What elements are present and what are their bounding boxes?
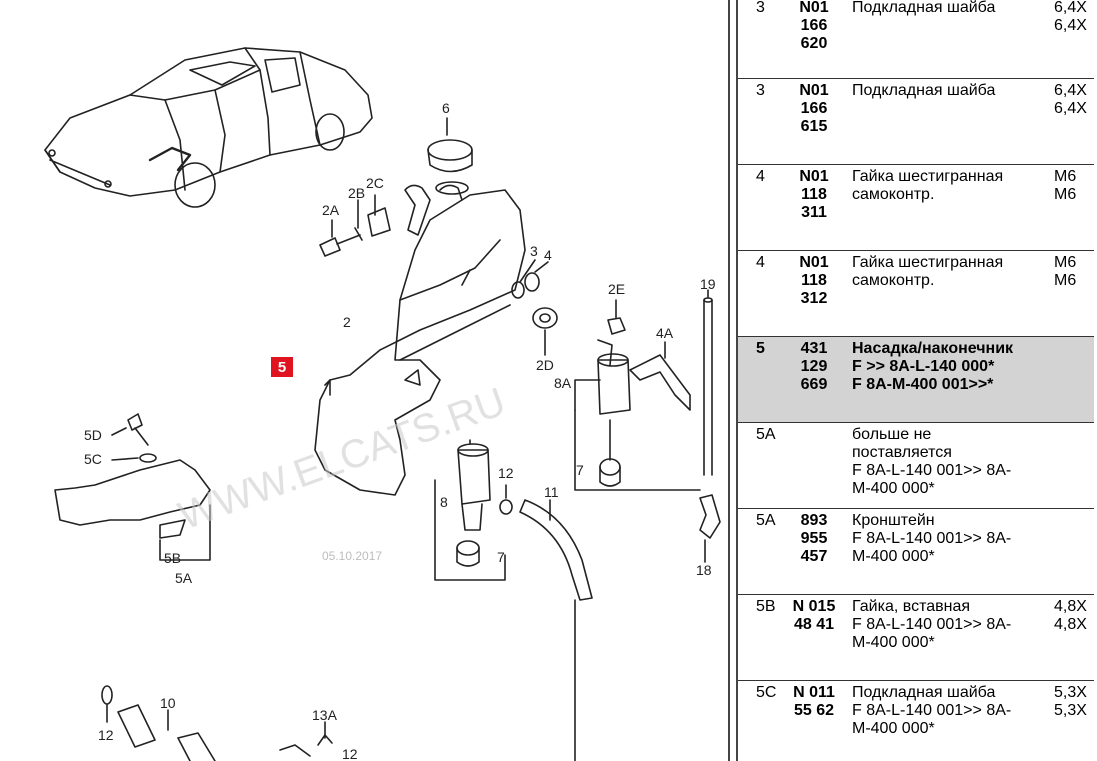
row-description: Кронштейн F 8A-L-140 001>> 8A- M-400 000… xyxy=(852,512,1012,565)
row-description: Гайка шестигранная самоконтр. xyxy=(852,168,1004,203)
watermark-date: 05.10.2017 xyxy=(322,549,382,563)
grommet-right xyxy=(599,419,621,487)
callout-19[interactable]: 19 xyxy=(700,276,716,292)
callout-12-upper[interactable]: 12 xyxy=(498,465,514,481)
callout-12-left[interactable]: 12 xyxy=(98,727,114,743)
table-row[interactable]: 4 N01 118 311 Гайка шестигранная самокон… xyxy=(738,165,1094,251)
callout-2A[interactable]: 2A xyxy=(322,202,340,218)
filler-neck xyxy=(404,184,463,236)
tube-vertical xyxy=(703,289,713,476)
parts-diagram: WWW.ELCATS.RU 05.10.2017 2 2A 2B 2C 2D 2… xyxy=(44,47,721,761)
callout-8[interactable]: 8 xyxy=(440,494,448,510)
row-position: 5A xyxy=(756,512,776,529)
callout-4A[interactable]: 4A xyxy=(656,325,674,341)
callout-13A[interactable]: 13A xyxy=(312,707,338,723)
row-position: 4 xyxy=(756,168,765,185)
callout-7-lower[interactable]: 7 xyxy=(497,549,505,565)
callout-7-right[interactable]: 7 xyxy=(576,462,584,478)
washer-reservoir xyxy=(314,189,526,496)
filler-cap xyxy=(427,117,473,195)
grommet xyxy=(532,307,558,356)
row-description: Подкладная шайба F 8A-L-140 001>> 8A- M-… xyxy=(852,684,1012,737)
callout-18[interactable]: 18 xyxy=(696,562,712,578)
table-row[interactable]: 5B N 015 48 41 Гайка, вставная F 8A-L-14… xyxy=(738,595,1094,681)
row-position: 5 xyxy=(756,340,765,357)
table-row-selected[interactable]: 5 431 129 669 Насадка/наконечник F >> 8A… xyxy=(738,337,1094,423)
row-spec: 5,3X 5,3X xyxy=(1054,684,1087,719)
callout-2[interactable]: 2 xyxy=(343,314,351,330)
table-row[interactable]: 5A 893 955 457 Кронштейн F 8A-L-140 001>… xyxy=(738,509,1094,595)
row-description: Подкладная шайба xyxy=(852,0,996,16)
callout-11[interactable]: 11 xyxy=(544,484,559,500)
callout-5B[interactable]: 5B xyxy=(164,550,181,566)
row-description: Подкладная шайба xyxy=(852,82,996,99)
callout-8A[interactable]: 8A xyxy=(554,375,572,391)
elbow-connector xyxy=(699,494,721,563)
o-ring xyxy=(499,484,513,515)
row-position: 3 xyxy=(756,82,765,99)
row-spec: M6 M6 xyxy=(1054,168,1077,203)
callout-2B[interactable]: 2B xyxy=(348,185,365,201)
callout-5A[interactable]: 5A xyxy=(175,570,193,586)
row-part-number: N01 118 311 xyxy=(799,168,829,221)
washer-and-nut xyxy=(511,259,549,299)
bracket-bolt xyxy=(111,413,157,463)
clip xyxy=(607,299,626,335)
bolt-assembly xyxy=(319,194,391,257)
row-part-number: N 011 55 62 xyxy=(793,684,835,719)
row-part-number: N01 118 312 xyxy=(799,254,829,307)
lower-parts xyxy=(101,685,333,761)
callout-2E[interactable]: 2E xyxy=(608,281,625,297)
row-position: 4 xyxy=(756,254,765,271)
callout-5C[interactable]: 5C xyxy=(84,451,102,467)
callout-4[interactable]: 4 xyxy=(544,247,552,263)
exploded-view-drawing: WWW.ELCATS.RU 05.10.2017 2 2A 2B 2C 2D 2… xyxy=(44,47,721,761)
row-position: 3 xyxy=(756,0,765,16)
row-part-number: N01 166 615 xyxy=(799,82,829,135)
grommet-lower xyxy=(456,540,480,567)
row-position: 5A xyxy=(756,426,776,443)
table-row[interactable]: 5A больше не поставляется F 8A-L-140 001… xyxy=(738,423,1094,509)
table-row[interactable]: 3 N01 166 615 Подкладная шайба 6,4X 6,4X xyxy=(738,79,1094,165)
row-spec: 4,8X 4,8X xyxy=(1054,598,1087,633)
highlighted-callout-5[interactable]: 5 xyxy=(271,357,293,377)
parts-table: 3 N01 166 620 Подкладная шайба 6,4X 6,4X… xyxy=(738,0,1097,761)
row-description: Гайка, вставная F 8A-L-140 001>> 8A- M-4… xyxy=(852,598,1012,651)
pane-divider[interactable] xyxy=(728,0,730,761)
row-spec: 6,4X 6,4X xyxy=(1054,82,1087,117)
row-description: Насадка/наконечник F >> 8A-L-140 000* F … xyxy=(852,340,1014,393)
washer-pump-lower xyxy=(434,439,506,581)
row-description: Гайка шестигранная самоконтр. xyxy=(852,254,1004,289)
row-part-number: 893 955 457 xyxy=(800,512,828,565)
row-description: больше не поставляется F 8A-L-140 001>> … xyxy=(852,426,1012,497)
washer-pump-upper xyxy=(574,339,701,491)
callout-10[interactable]: 10 xyxy=(160,695,176,711)
mounting-bracket xyxy=(54,459,211,561)
row-spec: M6 M6 xyxy=(1054,254,1077,289)
row-part-number: N01 166 620 xyxy=(799,0,829,52)
washer-hose xyxy=(519,499,593,761)
row-position: 5B xyxy=(756,598,776,615)
callout-6[interactable]: 6 xyxy=(442,100,450,116)
pump-bracket xyxy=(629,341,691,411)
table-row[interactable]: 4 N01 118 312 Гайка шестигранная самокон… xyxy=(738,251,1094,337)
callout-2C[interactable]: 2C xyxy=(366,175,384,191)
table-row[interactable]: 3 N01 166 620 Подкладная шайба 6,4X 6,4X xyxy=(738,0,1094,79)
callout-5D[interactable]: 5D xyxy=(84,427,102,443)
table-left-border xyxy=(736,0,738,761)
car-illustration xyxy=(44,47,373,208)
row-part-number: N 015 48 41 xyxy=(792,598,836,633)
callout-2D[interactable]: 2D xyxy=(536,357,554,373)
watermark-text: WWW.ELCATS.RU xyxy=(173,380,511,539)
callout-3[interactable]: 3 xyxy=(530,243,538,259)
callout-12-bottom[interactable]: 12 xyxy=(342,746,358,761)
table-row[interactable]: 5C N 011 55 62 Подкладная шайба F 8A-L-1… xyxy=(738,681,1094,761)
row-part-number: 431 129 669 xyxy=(800,340,828,393)
row-spec: 6,4X 6,4X xyxy=(1054,0,1087,34)
row-position: 5C xyxy=(756,684,777,701)
